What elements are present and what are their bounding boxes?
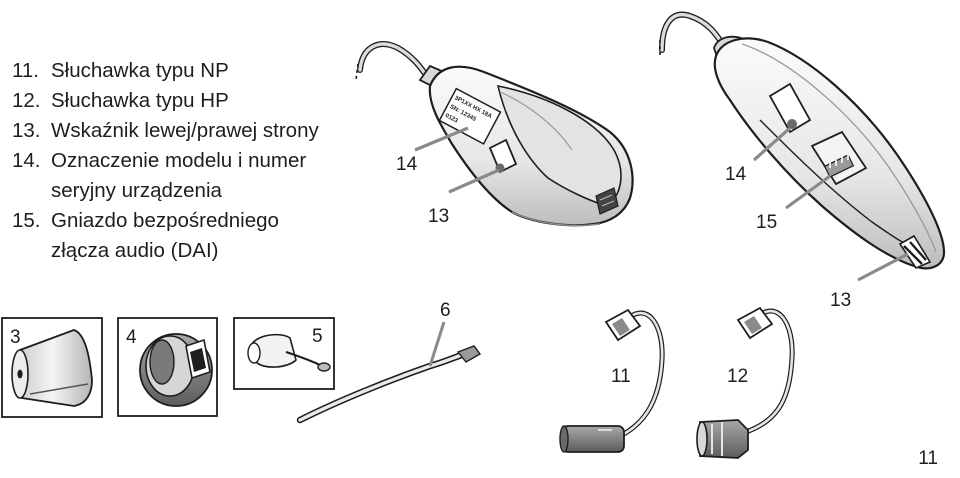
box-label-3: 3 (10, 327, 21, 348)
callout-15: 15 (756, 212, 777, 233)
left-hearing-aid: 3P1XX HX 18A SN: 12345 0123 (355, 41, 634, 227)
legend-number: 11. (12, 59, 39, 82)
legend-number: 14. (12, 149, 41, 172)
legend-text: złącza audio (DAI) (51, 239, 219, 262)
box-5-wax-guard: 5 (233, 317, 335, 390)
left-callouts: 14 13 (396, 126, 500, 227)
legend-item-15: 15. Gniazdo bezpośredniego (12, 206, 367, 236)
callout-13: 13 (830, 290, 851, 311)
legend-item-13: 13. Wskaźnik lewej/prawej strony (12, 116, 367, 146)
box-label-5: 5 (312, 326, 323, 347)
wax-guard-icon (251, 333, 297, 368)
callout-13: 13 (428, 206, 449, 227)
legend-text: Oznaczenie modelu i numer (51, 149, 307, 172)
callout-14: 14 (396, 154, 418, 175)
legend-text: Słuchawka typu NP (51, 59, 229, 82)
box-3-dome: 3 (1, 317, 103, 418)
legend-item-15-cont: złącza audio (DAI) (12, 236, 367, 266)
legend-number: 15. (12, 209, 41, 232)
model-label-plate: 3P1XX HX 18A SN: 12345 0123 (438, 87, 502, 145)
callout-6: 6 (440, 300, 451, 321)
legend-item-12: 12. Słuchawka typu HP (12, 86, 367, 116)
receiver-11: 11 (559, 308, 665, 453)
right-hearing-aid (659, 11, 946, 270)
model-label-window (768, 82, 812, 134)
callout-12: 12 (727, 366, 748, 387)
callout-11: 11 (611, 366, 631, 387)
legend-text: Wskaźnik lewej/prawej strony (51, 119, 319, 142)
side-indicator (488, 138, 518, 174)
np-receiver-icon (561, 425, 625, 453)
legend-text: Gniazdo bezpośredniego (51, 209, 279, 232)
legend-item-11: 11. Słuchawka typu NP (12, 56, 367, 86)
legend-item-14: 14. Oznaczenie modelu i numer (12, 146, 367, 176)
legend-number: 12. (12, 89, 41, 112)
cleaning-tool: 6 (296, 300, 482, 424)
legend-number: 13. (12, 119, 41, 142)
page-number: 11 (918, 448, 938, 469)
box-label-4: 4 (126, 327, 137, 348)
box-4-dome: 4 (117, 317, 218, 417)
callout-14: 14 (725, 164, 747, 185)
parts-legend: 11. Słuchawka typu NP 12. Słuchawka typu… (12, 56, 367, 266)
receiver-12: 12 (696, 306, 795, 459)
label-line: 0123 (444, 113, 459, 125)
legend-item-14-cont: seryjny urządzenia (12, 176, 367, 206)
dai-socket (595, 187, 619, 215)
legend-text: seryjny urządzenia (51, 179, 222, 202)
legend-text: Słuchawka typu HP (51, 89, 229, 112)
right-callouts: 14 15 13 (725, 126, 909, 311)
